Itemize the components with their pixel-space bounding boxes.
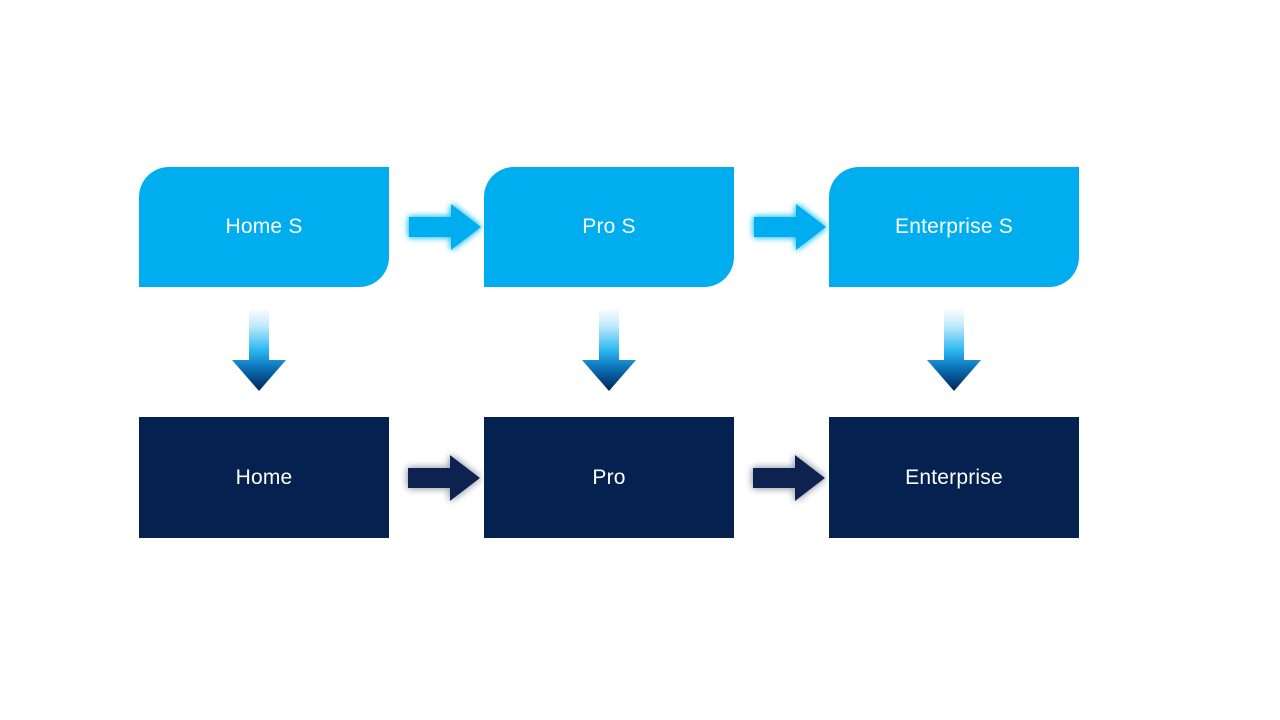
node-enterprise-label: Enterprise (905, 465, 1003, 489)
node-enterprise[interactable]: Enterprise (829, 417, 1079, 538)
node-pro-label: Pro (592, 465, 626, 489)
node-enterprise-s-label: Enterprise S (895, 215, 1013, 239)
arrow-enterprise-s-to-enterprise-shape (927, 308, 981, 391)
arrow-home-to-pro-shape (408, 455, 480, 501)
node-pro-s-label: Pro S (582, 215, 636, 239)
arrow-home-to-pro (400, 447, 486, 509)
node-home-label: Home (235, 465, 293, 489)
arrow-pro-to-enterprise (745, 447, 831, 509)
arrow-home-s-to-home (228, 308, 290, 392)
node-home-s-label: Home S (225, 215, 303, 239)
arrow-home-s-to-pro-s (404, 196, 486, 258)
node-home[interactable]: Home (139, 417, 389, 538)
arrow-pro-s-to-enterprise-s (749, 196, 831, 258)
arrow-home-s-to-pro-s-shape (409, 204, 481, 250)
node-pro[interactable]: Pro (484, 417, 734, 538)
arrow-enterprise-s-to-enterprise (923, 308, 985, 392)
arrow-pro-s-to-enterprise-s-shape (754, 204, 826, 250)
arrow-home-s-to-home-shape (232, 308, 286, 391)
arrow-pro-s-to-pro-shape (582, 308, 636, 391)
node-home-s[interactable]: Home S (139, 167, 389, 287)
arrow-pro-to-enterprise-shape (753, 455, 825, 501)
arrow-pro-s-to-pro (578, 308, 640, 392)
node-enterprise-s[interactable]: Enterprise S (829, 167, 1079, 287)
node-pro-s[interactable]: Pro S (484, 167, 734, 287)
